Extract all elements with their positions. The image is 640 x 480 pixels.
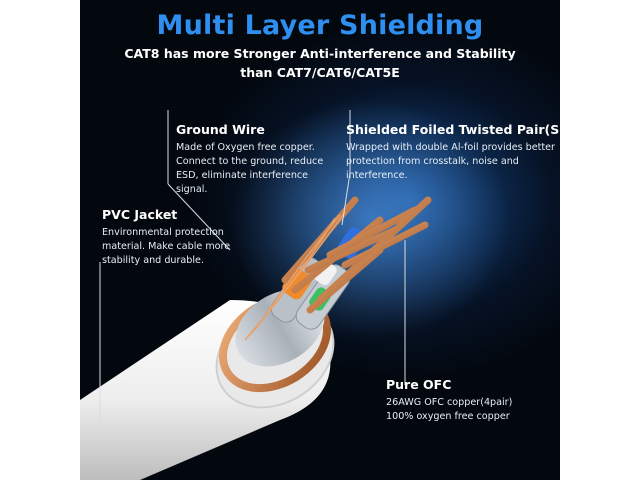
ground-wire-line-3: ESD, eliminate interference <box>176 170 309 181</box>
pvc-jacket-description: Environmental protection material. Make … <box>102 226 230 268</box>
pvc-jacket-line-1: Environmental protection <box>102 227 224 238</box>
sftp-line-2: protection from crosstalk, noise and <box>346 156 519 167</box>
sftp-line-3: interference. <box>346 170 408 181</box>
sftp-heading: Shielded Foiled Twisted Pair(SFTP) <box>346 122 560 137</box>
subtitle-line-2: than CAT7/CAT6/CAT5E <box>240 65 400 80</box>
ground-wire-line-2: Connect to the ground, reduce <box>176 156 324 167</box>
product-infographic: Multi Layer Shielding CAT8 has more Stro… <box>80 0 560 480</box>
sftp-line-1: Wrapped with double Al-foil provides bet… <box>346 142 556 153</box>
sftp-description: Wrapped with double Al-foil provides bet… <box>346 141 560 183</box>
subtitle: CAT8 has more Stronger Anti-interference… <box>80 44 560 82</box>
pvc-jacket-heading: PVC Jacket <box>102 207 178 222</box>
sftp-callout: Shielded Foiled Twisted Pair(SFTP) Wrapp… <box>346 122 560 183</box>
pure-ofc-line-2: 100% oxygen free copper <box>386 411 510 422</box>
ground-wire-heading: Ground Wire <box>176 122 265 137</box>
page-title: Multi Layer Shielding <box>156 10 484 41</box>
pvc-jacket-line-3: stability and durable. <box>102 255 205 266</box>
subtitle-line-1: CAT8 has more Stronger Anti-interference… <box>124 46 516 61</box>
pvc-jacket-callout: PVC Jacket Environmental protection mate… <box>102 207 230 268</box>
ground-wire-callout: Ground Wire Made of Oxygen free copper. … <box>176 122 323 197</box>
ground-wire-line-4: signal. <box>176 184 208 195</box>
callout-lines <box>99 110 406 420</box>
pure-ofc-callout: Pure OFC 26AWG OFC copper(4pair) 100% ox… <box>386 377 512 424</box>
pure-ofc-description: 26AWG OFC copper(4pair) 100% oxygen free… <box>386 396 512 424</box>
pure-ofc-line-1: 26AWG OFC copper(4pair) <box>386 397 513 408</box>
pure-ofc-heading: Pure OFC <box>386 377 452 392</box>
ground-wire-description: Made of Oxygen free copper. Connect to t… <box>176 141 323 197</box>
ground-wire-line-1: Made of Oxygen free copper. <box>176 142 315 153</box>
pvc-jacket-line-2: material. Make cable more <box>102 241 231 252</box>
ground-wire-strands <box>244 211 346 341</box>
cable-illustration <box>80 100 510 480</box>
